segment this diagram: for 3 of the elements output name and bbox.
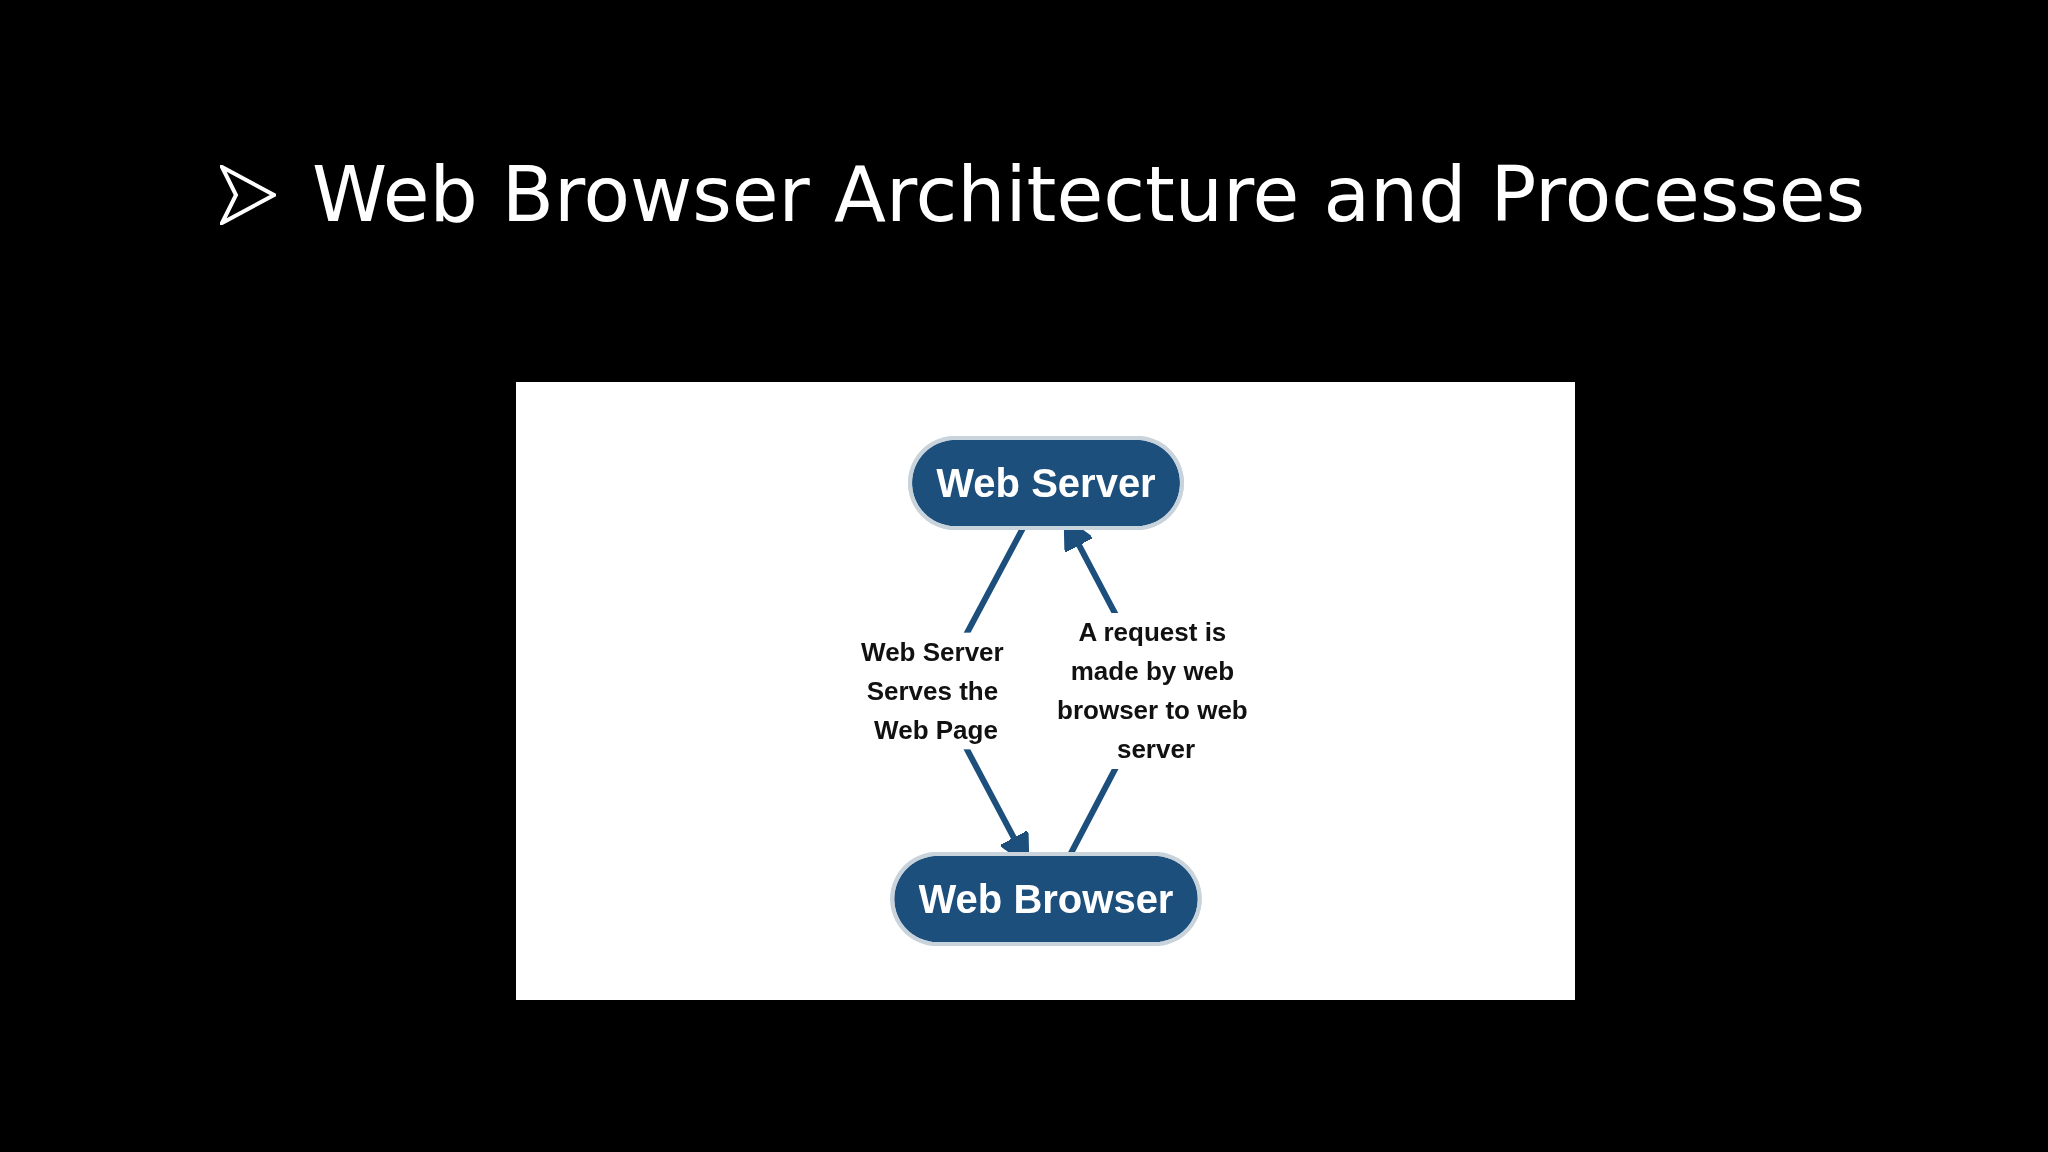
edge-label: A request is made by web browser to web server: [1056, 617, 1248, 764]
edge-label: Web Server Serves the Web Page: [860, 636, 1004, 745]
slide-title: Web Browser Architecture and Processes: [312, 150, 1866, 239]
